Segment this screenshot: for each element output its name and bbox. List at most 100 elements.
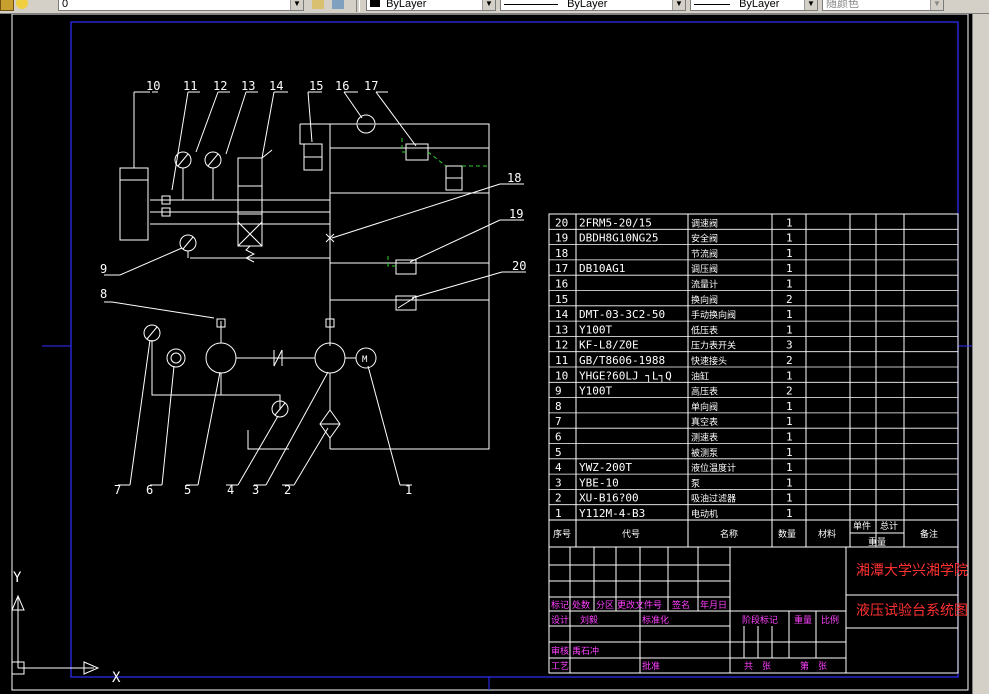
row-no: 7	[555, 415, 562, 428]
row-qty: 1	[786, 308, 793, 321]
part-label: 11	[183, 79, 197, 93]
linetype-preview	[504, 3, 558, 5]
part-labels: 10 11 12 13 14 15 16 17 18 19 20 9 8 7 6…	[100, 79, 526, 497]
row-qty: 1	[786, 461, 793, 474]
pilot-lines	[387, 138, 489, 267]
row-no: 18	[555, 247, 568, 260]
rev-header: 分区	[596, 600, 614, 611]
color-swatch	[370, 0, 380, 7]
row-no: 5	[555, 446, 562, 459]
rev-header: 签名	[672, 599, 690, 611]
row-no: 15	[555, 293, 568, 306]
color-dropdown[interactable]: ByLayer ▼	[366, 0, 496, 11]
part-label: 16	[335, 79, 349, 93]
row-code: DB10AG1	[579, 262, 625, 275]
header-qty: 数量	[778, 528, 796, 540]
row-no: 12	[555, 339, 568, 352]
row-name: 换向阀	[691, 294, 718, 306]
row-no: 6	[555, 431, 562, 444]
lineweight-preview	[694, 3, 730, 5]
linetype-dropdown[interactable]: ByLayer ▼	[500, 0, 686, 11]
rev-header: 年月日	[700, 599, 727, 611]
row-no: 2	[555, 492, 562, 505]
row-code: YWZ-200T	[579, 461, 632, 474]
hydraulic-schematic	[104, 91, 526, 486]
part-label: 3	[252, 483, 259, 497]
linetype-value: ByLayer	[567, 0, 608, 10]
row-qty: 1	[786, 262, 793, 275]
row-qty: 1	[786, 323, 793, 336]
row-qty: 2	[786, 385, 793, 398]
part-label: 12	[213, 79, 227, 93]
part-label: 1	[405, 483, 412, 497]
row-name: 泵	[691, 478, 700, 489]
title-block-text: 湘潭大学兴湘学院 液压试验台系统图 标记 处数 分区 更改文件号 签名 年月日 …	[551, 562, 968, 672]
lineweight-dropdown[interactable]: ByLayer ▼	[690, 0, 818, 11]
part-label: 20	[512, 259, 526, 273]
row-code: YHGE?60LJ ┐L┐Q	[579, 369, 672, 382]
approve-label: 批准	[642, 660, 660, 672]
row-qty: 1	[786, 400, 793, 413]
header-material: 材料	[818, 528, 836, 540]
row-name: 液位温度计	[691, 462, 736, 474]
part-label: 19	[509, 207, 523, 221]
designer-name: 刘毅	[580, 614, 598, 626]
row-name: 压力表开关	[691, 340, 736, 352]
row-name: 单向阀	[691, 401, 718, 413]
part-label: 8	[100, 287, 107, 301]
chevron-down-icon: ▼	[672, 0, 685, 10]
sheets-total: 共 张	[744, 661, 771, 672]
motor-symbol: M	[362, 355, 368, 365]
row-no: 17	[555, 262, 568, 275]
part-label: 9	[100, 262, 107, 276]
header-single: 单件	[853, 520, 871, 532]
check-valve-mark	[325, 318, 335, 328]
row-no: 8	[555, 400, 562, 413]
row-qty: 1	[786, 431, 793, 444]
row-name: 调压阀	[691, 264, 718, 275]
row-no: 13	[555, 323, 568, 336]
part-label: 4	[227, 483, 234, 497]
row-name: 调速阀	[691, 218, 718, 229]
row-qty: 1	[786, 278, 793, 291]
row-qty: 1	[786, 507, 793, 520]
bulb-icon[interactable]	[16, 0, 28, 9]
row-name: 低压表	[691, 324, 718, 336]
row-qty: 1	[786, 415, 793, 428]
ucs-y-label: Y	[13, 570, 22, 586]
chevron-down-icon: ▼	[930, 0, 943, 10]
layer-previous-icon[interactable]	[332, 0, 344, 9]
parts-list-row-lines	[549, 228, 958, 506]
layer-state-icon[interactable]	[0, 0, 14, 11]
row-no: 16	[555, 278, 568, 291]
rev-header: 处数	[572, 599, 590, 611]
drawing-canvas[interactable]: 10 11 12 13 14 15 16 17 18 19 20 9 8 7 6…	[0, 14, 989, 694]
vertical-scrollbar[interactable]	[972, 14, 989, 694]
row-name: 被测泵	[691, 447, 718, 459]
row-code: YBE-10	[579, 476, 619, 489]
row-qty: 1	[786, 492, 793, 505]
outer-border	[11, 14, 969, 691]
inner-border	[70, 21, 959, 678]
row-qty: 1	[786, 232, 793, 245]
plotstyle-dropdown[interactable]: 随颜色 ▼	[822, 0, 944, 11]
row-code: DBDH8G10NG25	[579, 232, 658, 245]
row-no: 20	[555, 216, 568, 229]
part-label: 5	[184, 483, 191, 497]
row-name: 高压表	[691, 386, 718, 398]
part-label: 2	[284, 483, 291, 497]
make-current-icon[interactable]	[312, 0, 324, 9]
row-no: 3	[555, 476, 562, 489]
part-label: 15	[309, 79, 323, 93]
row-name: 测速表	[691, 432, 718, 444]
row-code: XU-B16?00	[579, 492, 639, 505]
row-qty: 1	[786, 216, 793, 229]
row-code: Y112M-4-B3	[579, 507, 645, 520]
reviewer-name: 禹石冲	[572, 645, 599, 657]
row-no: 19	[555, 232, 568, 245]
layer-dropdown[interactable]: 0 ▼	[58, 0, 304, 11]
row-no: 9	[555, 385, 562, 398]
header-code: 代号	[622, 529, 640, 540]
row-qty: 1	[786, 476, 793, 489]
check-valve-mark	[216, 318, 226, 328]
